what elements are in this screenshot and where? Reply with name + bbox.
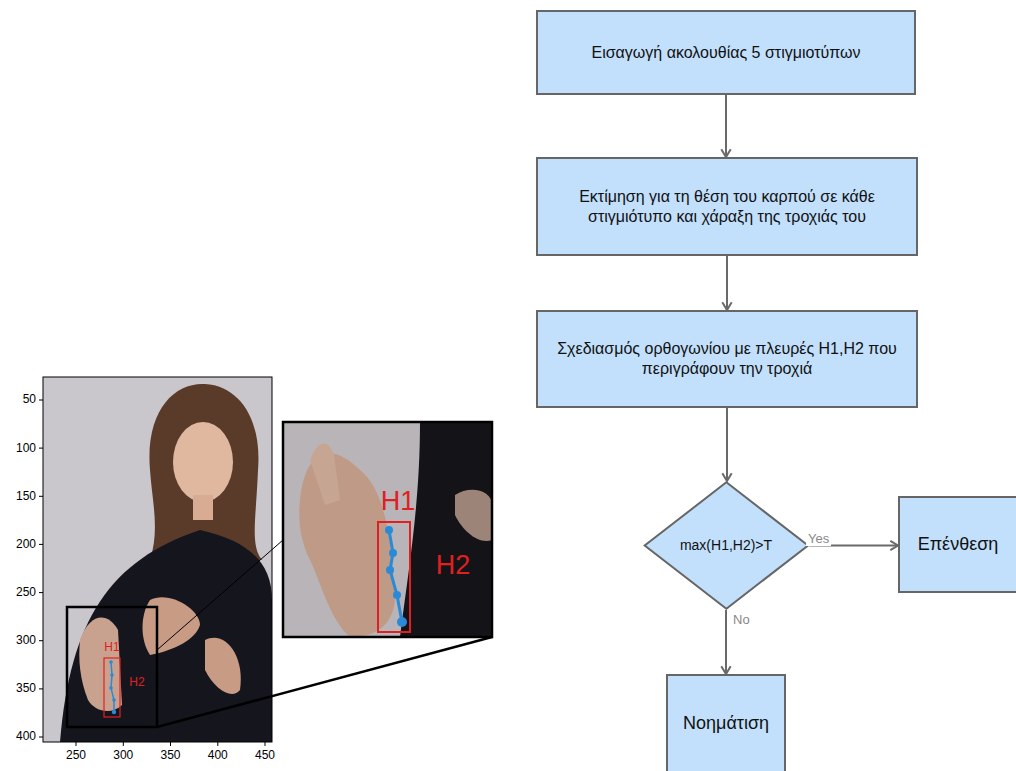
process-box: Εκτίμηση για τη θέση του καρπού σε κάθε … xyxy=(536,157,918,256)
zoom-inset-frame xyxy=(283,422,492,637)
decision-diamond: max(H1,H2)>T xyxy=(643,481,810,610)
node-text: max(H1,H2)>T xyxy=(680,537,772,555)
connector-line xyxy=(725,95,727,157)
wrist-trajectory xyxy=(389,530,402,622)
arrowhead xyxy=(721,666,730,674)
flow-arrow xyxy=(721,610,730,674)
node-text: Εισαγωγή ακολουθίας 5 στιγμιοτύπων xyxy=(583,39,868,67)
connector-line xyxy=(726,256,728,310)
zoom-inset xyxy=(283,422,492,637)
zoom-line xyxy=(157,637,492,727)
axis-tick-label: 300 xyxy=(16,634,36,647)
arrowhead xyxy=(722,473,731,481)
axis-tick-label: 350 xyxy=(16,682,36,695)
zoom-box xyxy=(67,607,157,727)
axis-tick-label: 350 xyxy=(160,749,180,762)
video-frame xyxy=(43,377,272,742)
process-box: Επένθεση xyxy=(898,496,1016,593)
edge-label: No xyxy=(731,613,752,627)
node-text: Νοημάτιση xyxy=(675,708,777,739)
axes-frame xyxy=(43,377,272,742)
arrowhead xyxy=(722,302,731,310)
connector-line xyxy=(726,408,728,481)
trajectory-rect xyxy=(104,658,120,717)
connector-line xyxy=(725,610,727,674)
axis-tick-label: 100 xyxy=(16,442,36,455)
node-text: Σχεδιασμός ορθογωνίου με πλευρές H1,H2 π… xyxy=(538,335,916,383)
axis-tick-label: 50 xyxy=(23,393,36,406)
axis-tick-label: 400 xyxy=(208,749,228,762)
process-box: Εισαγωγή ακολουθίας 5 στιγμιοτύπων xyxy=(536,10,916,95)
axis-tick-label: 250 xyxy=(16,586,36,599)
axis-ticks xyxy=(39,400,265,746)
dimension-label: H1 xyxy=(104,641,119,654)
node-text: Εκτίμηση για τη θέση του καρπού σε κάθε … xyxy=(538,183,916,231)
arrowhead xyxy=(890,541,898,550)
arrowhead xyxy=(721,149,730,157)
node-text: Επένθεση xyxy=(910,529,1007,560)
axis-tick-label: 150 xyxy=(16,490,36,503)
edge-label: Yes xyxy=(806,532,831,546)
axis-tick-label: 250 xyxy=(66,749,86,762)
zoom-line xyxy=(157,540,283,650)
flow-arrow xyxy=(721,95,730,157)
trajectory-rect xyxy=(378,522,410,632)
axis-tick-label: 300 xyxy=(113,749,133,762)
process-box: Νοημάτιση xyxy=(666,674,786,771)
axis-tick-label: 400 xyxy=(16,730,36,743)
axis-tick-label: 450 xyxy=(255,749,275,762)
flow-arrow xyxy=(722,256,731,310)
dimension-label: H2 xyxy=(129,676,144,689)
flow-arrow xyxy=(722,408,731,481)
axis-tick-label: 200 xyxy=(16,538,36,551)
dimension-label: H2 xyxy=(436,551,471,581)
dimension-label: H1 xyxy=(381,487,416,517)
process-box: Σχεδιασμός ορθογωνίου με πλευρές H1,H2 π… xyxy=(536,310,918,408)
